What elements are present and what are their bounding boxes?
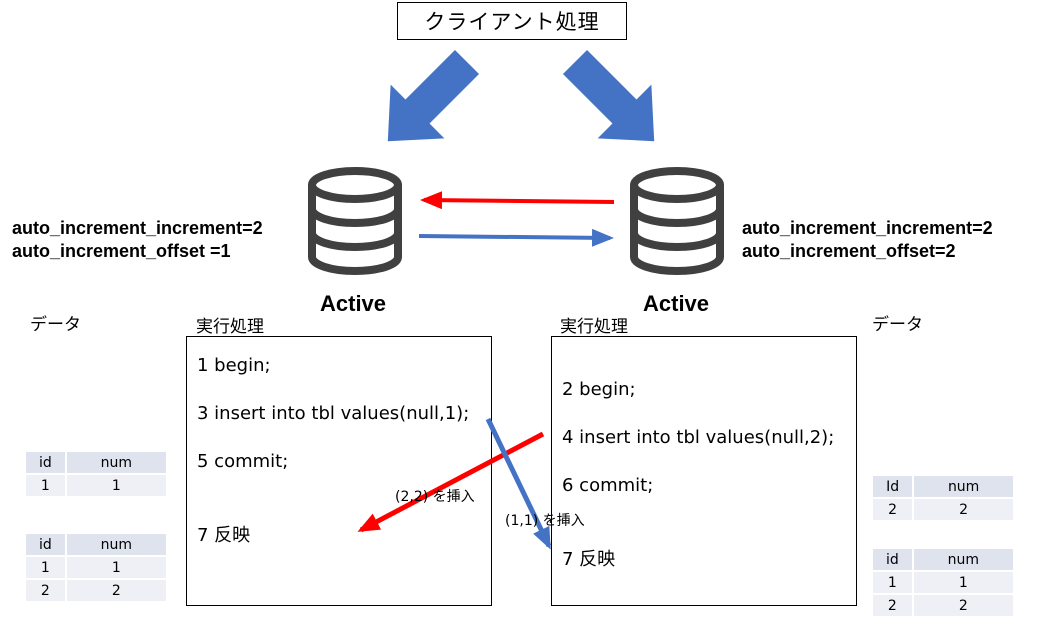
right-config-increment: auto_increment_increment=2	[742, 218, 993, 238]
left-step-apply: 7 反映	[197, 525, 251, 546]
left-active-label: Active	[320, 291, 387, 316]
client-to-right-db-arrow	[562, 49, 655, 142]
table-header: num	[64, 534, 166, 555]
insert-11-annotation: (1,1) を挿入	[505, 513, 585, 529]
right-exec-box: 2 begin; 4 insert into tbl values(null,2…	[551, 336, 857, 606]
table-header: id	[873, 549, 912, 570]
insert-22-annotation: (2,2) を挿入	[395, 489, 475, 505]
table-cell: 2	[912, 497, 1013, 520]
table-cell: 1	[873, 570, 912, 593]
insert-11-blue-arrow	[485, 417, 552, 550]
left-config-offset: auto_increment_offset =1	[12, 241, 231, 261]
table-cell: 2	[873, 497, 913, 520]
replication-left-to-right-arrow	[418, 228, 614, 247]
left-step-insert: 3 insert into tbl values(null,1);	[197, 403, 470, 424]
table-header: id	[26, 452, 65, 473]
table-cell: 2	[873, 593, 912, 616]
left-exec-title: 実行処理	[196, 317, 264, 337]
right-server-config: auto_increment_increment=2 auto_incremen…	[742, 217, 993, 263]
table-cell: 1	[26, 555, 65, 578]
right-exec-title: 実行処理	[560, 317, 628, 337]
table-cell: 2	[911, 593, 1013, 616]
right-step-insert: 4 insert into tbl values(null,2);	[562, 427, 835, 448]
left-database-icon	[308, 167, 402, 275]
left-data-title: データ	[30, 315, 81, 335]
left-config-increment: auto_increment_increment=2	[12, 218, 263, 238]
right-step-apply: 7 反映	[562, 549, 616, 570]
client-to-left-db-arrow	[387, 49, 480, 142]
right-step-begin: 2 begin;	[562, 379, 636, 400]
table-header: Id	[873, 476, 913, 497]
right-active-label: Active	[643, 291, 710, 316]
left-server-config: auto_increment_increment=2 auto_incremen…	[12, 217, 263, 263]
right-config-offset: auto_increment_offset=2	[742, 241, 956, 261]
table-cell: 2	[26, 578, 65, 601]
table-cell: 1	[911, 570, 1013, 593]
table-cell: 2	[64, 578, 166, 601]
table-header: num	[64, 452, 166, 473]
client-process-label: クライアント処理	[424, 10, 600, 34]
right-data-title: データ	[872, 315, 923, 335]
left-exec-box: 1 begin; 3 insert into tbl values(null,1…	[186, 336, 492, 606]
table-header: num	[912, 476, 1013, 497]
insert-22-red-arrow	[357, 431, 545, 533]
table-header: num	[911, 549, 1013, 570]
left-step-begin: 1 begin;	[197, 355, 271, 376]
right-step-commit: 6 commit;	[562, 475, 654, 496]
table-cell: 1	[26, 473, 65, 496]
right-database-icon	[630, 167, 724, 275]
left-step-commit: 5 commit;	[197, 451, 289, 472]
replication-right-to-left-arrow	[420, 191, 615, 210]
client-process-box: クライアント処理	[397, 2, 627, 40]
table-header: id	[26, 534, 65, 555]
table-cell: 1	[64, 555, 166, 578]
table-cell: 1	[64, 473, 166, 496]
